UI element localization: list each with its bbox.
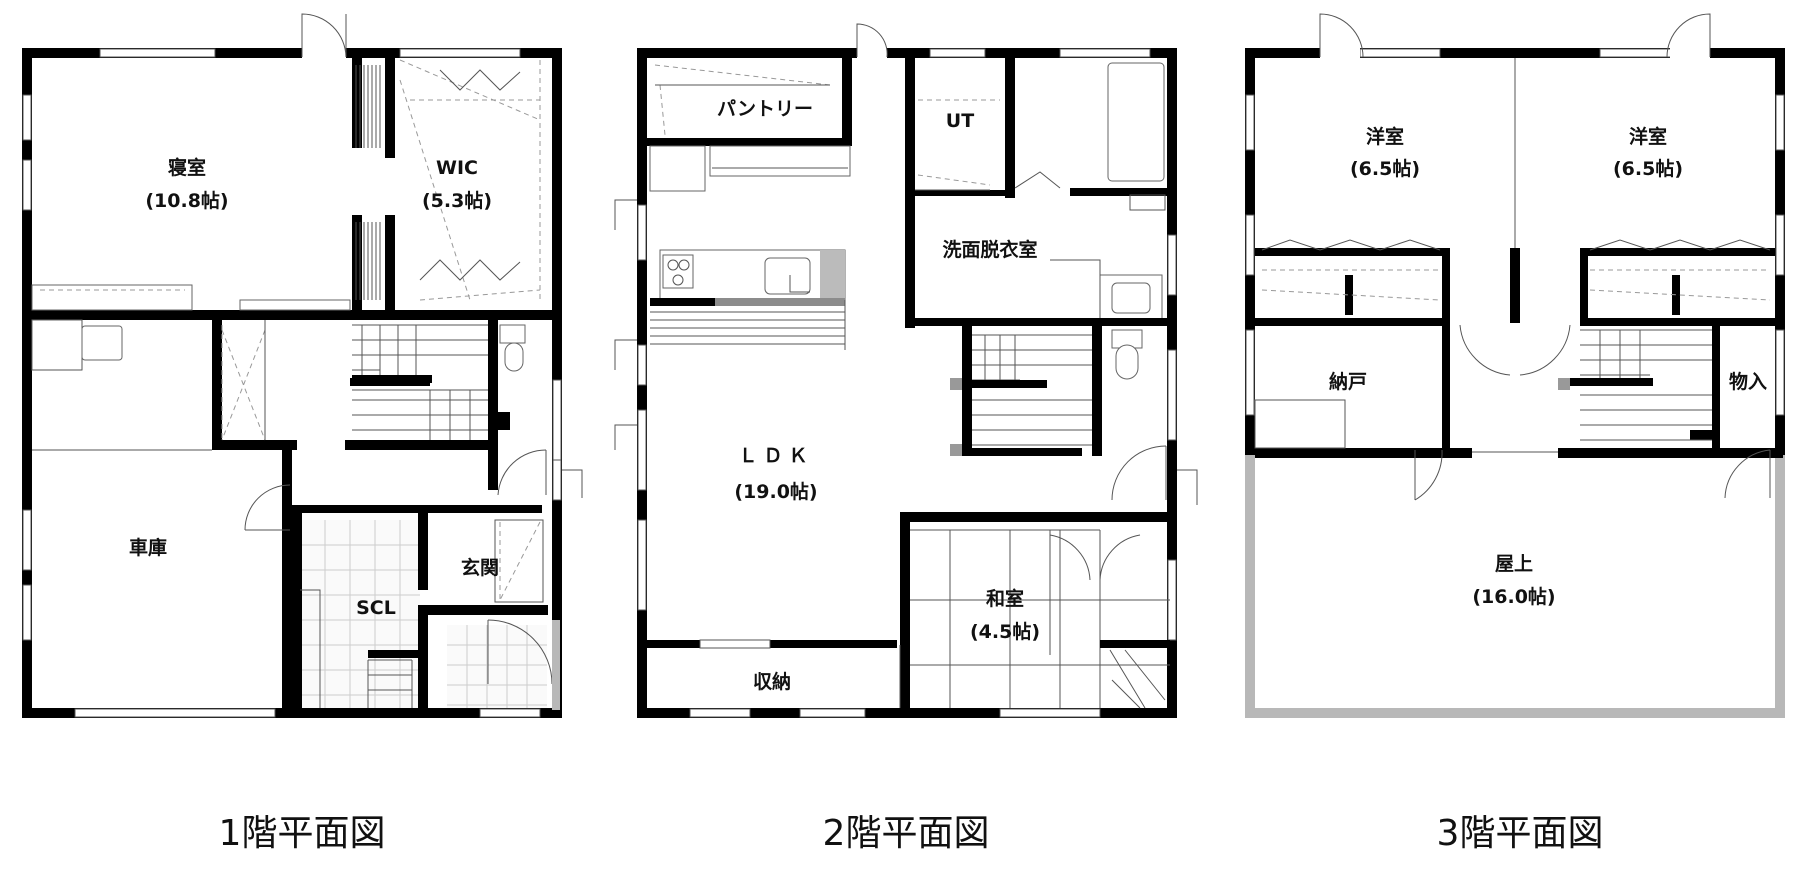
room-name-washitsu: 和室: [986, 587, 1024, 610]
room-name-storage: 収納: [753, 670, 791, 693]
room-name-nando: 納戸: [1329, 370, 1367, 393]
room-name-scl: SCL: [356, 597, 396, 619]
room-name-rooftop: 屋上: [1495, 553, 1533, 575]
room-name-western-room-1: 洋室: [1366, 125, 1404, 148]
room-name-wic: WIC: [436, 157, 478, 179]
room-name-bedroom: 寝室: [168, 156, 206, 179]
room-size-western-room-1: (6.5帖): [1350, 157, 1420, 180]
floor-title-3: 3階平面図: [1437, 813, 1604, 854]
room-size-western-room-2: (6.5帖): [1613, 157, 1683, 180]
room-size-rooftop: (16.0帖): [1472, 585, 1555, 608]
room-size-bedroom: (10.8帖): [145, 189, 228, 212]
room-name-washroom: 洗面脱衣室: [942, 238, 1037, 261]
floor-plan-3: 洋室 (6.5帖) 洋室 (6.5帖) 納戸 物入 屋上 (16.0帖) 3階平…: [1245, 13, 1785, 854]
room-size-washitsu: (4.5帖): [970, 620, 1040, 643]
room-name-ldk: ＬＤＫ: [738, 445, 813, 467]
room-name-garage: 車庫: [129, 536, 167, 559]
room-name-entrance: 玄関: [461, 556, 499, 579]
floor-plan-1: 寝室 (10.8帖) WIC (5.3帖) 車庫 SCL 玄関 1階平面図: [22, 13, 583, 854]
room-size-wic: (5.3帖): [422, 189, 492, 212]
floor-title-1: 1階平面図: [219, 813, 386, 854]
floor-plan-2: パントリー UT 洗面脱衣室 ＬＤＫ (19.0帖) 和室 (4.5帖) 収納 …: [614, 23, 1198, 854]
floor-title-2: 2階平面図: [823, 813, 990, 854]
room-name-monoire: 物入: [1729, 370, 1767, 393]
room-name-pantry: パントリー: [717, 98, 813, 120]
room-name-western-room-2: 洋室: [1629, 125, 1667, 148]
room-size-ldk: (19.0帖): [734, 480, 817, 503]
room-name-ut: UT: [946, 110, 974, 132]
